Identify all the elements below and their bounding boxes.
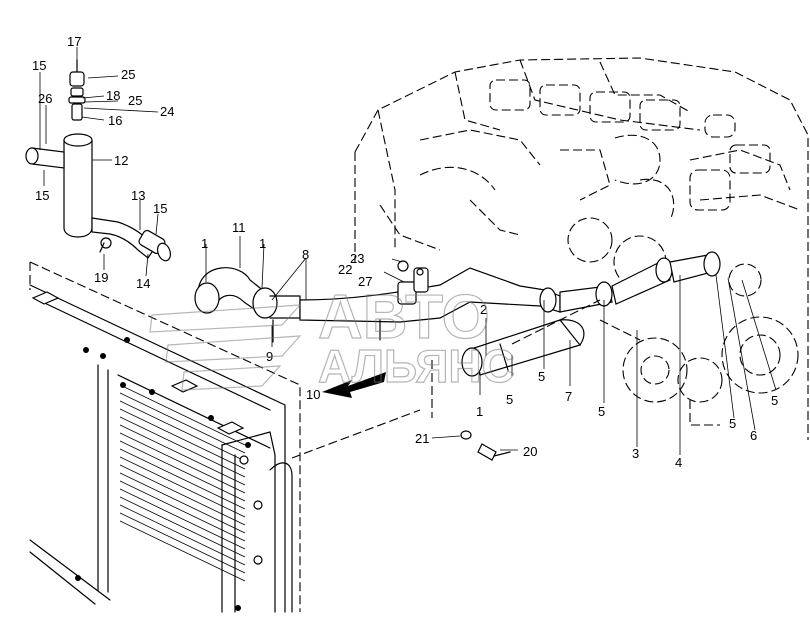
callout-23: 23 [350,251,364,266]
callout-6: 6 [750,428,757,443]
callout-1: 1 [201,236,208,251]
expansion-tank-assembly [25,59,172,262]
leader-lines [39,47,777,455]
callout-1: 1 [476,404,483,419]
callout-5: 5 [538,369,545,384]
watermark-line-1: АВТО [318,283,490,352]
callout-10: 10 [306,387,320,402]
callout-5: 5 [771,393,778,408]
callout-17: 17 [67,34,81,49]
callout-25: 25 [128,93,142,108]
radiator [29,261,301,613]
callout-11: 11 [232,220,246,235]
callout-22: 22 [338,262,352,277]
callout-15: 15 [35,188,49,203]
callout-16: 16 [108,113,122,128]
callout-labels: 17 15 25 26 18 25 24 16 12 15 13 15 19 1… [32,34,778,470]
watermark: АВТО АЛЬЯНС [149,282,515,393]
guide-lines [291,299,601,459]
callout-18: 18 [106,88,120,103]
callout-21: 21 [415,431,429,446]
callout-8: 8 [302,247,309,262]
callout-1: 1 [259,236,266,251]
callout-27: 27 [358,274,372,289]
callout-7: 7 [565,389,572,404]
coolant-pipes [194,251,721,461]
engine-block [354,57,809,440]
callout-19: 19 [94,270,108,285]
callout-26: 26 [38,91,52,106]
callout-3: 3 [632,446,639,461]
callout-4: 4 [675,455,682,470]
callout-14: 14 [136,276,150,291]
callout-5: 5 [729,416,736,431]
callout-5: 5 [506,392,513,407]
callout-15: 15 [153,201,167,216]
direction-arrow [322,372,386,398]
callout-12: 12 [114,153,128,168]
callout-24: 24 [160,104,174,119]
callout-5: 5 [598,404,605,419]
watermark-line-2: АЛЬЯНС [318,340,515,392]
callout-2: 2 [480,302,487,317]
callout-15: 15 [32,58,46,73]
callout-25: 25 [121,67,135,82]
callout-20: 20 [523,444,537,459]
callout-13: 13 [131,188,145,203]
